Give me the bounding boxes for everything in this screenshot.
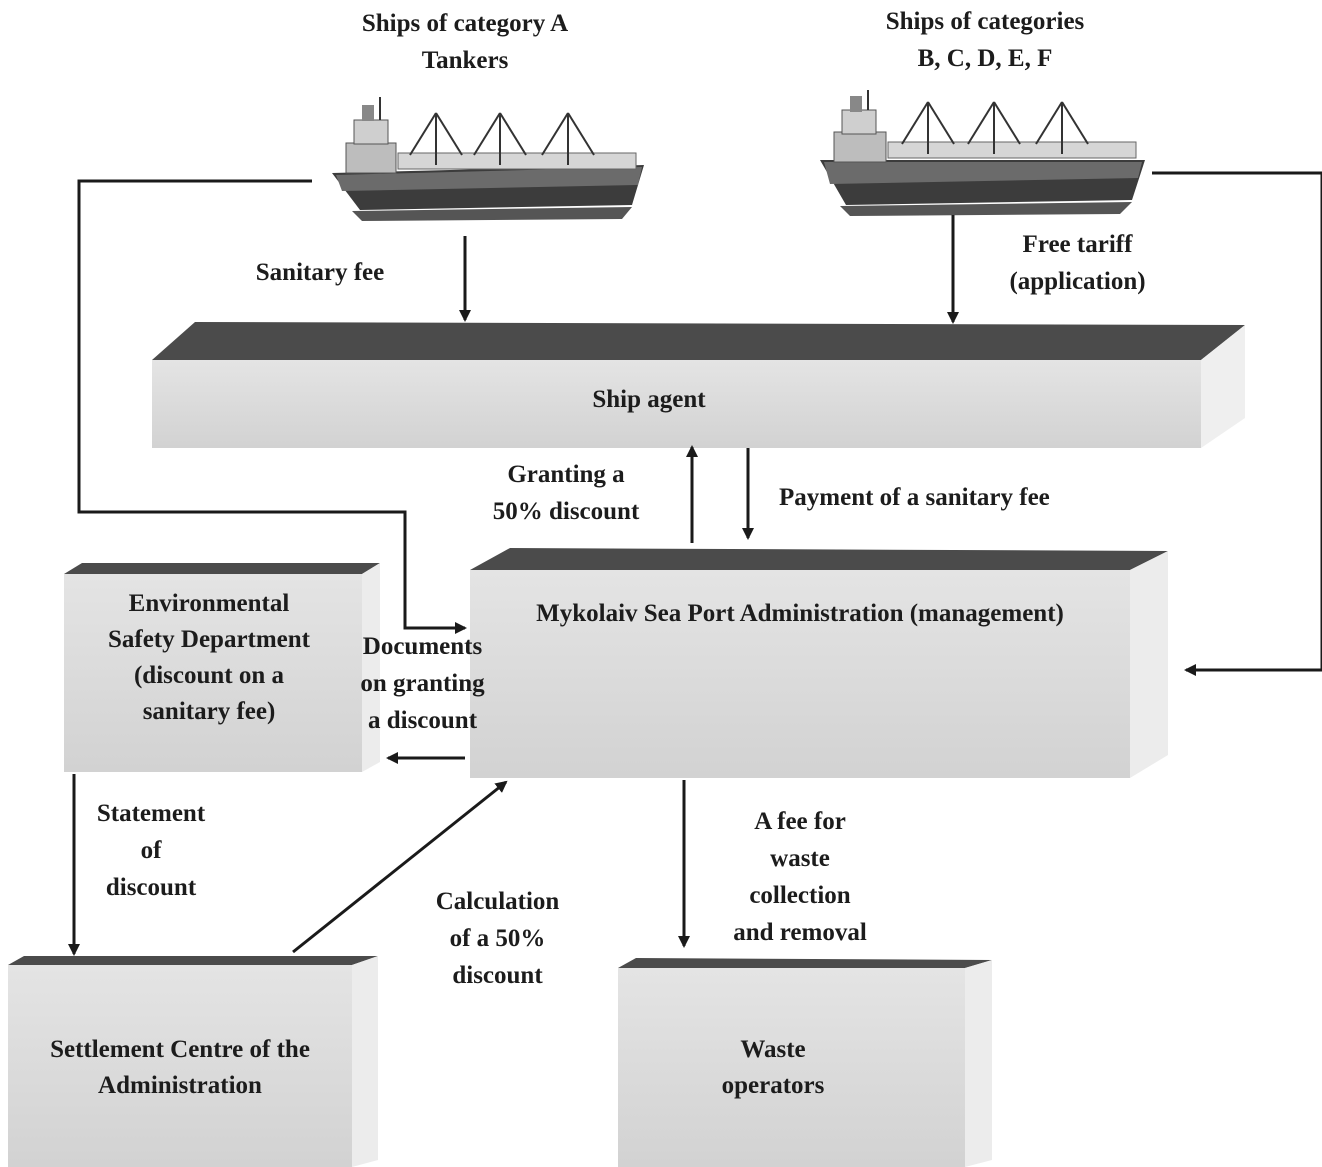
connector-ship-bf-to-admin (1152, 171, 1322, 676)
calculation-label: Calculation of a 50% discount (435, 888, 560, 989)
connector-ship-a-to-admin (77, 179, 467, 634)
settlement-label: Settlement Centre of the Administration (50, 1036, 310, 1099)
port-admin-label: Mykolaiv Sea Port Administration (manage… (536, 600, 1064, 627)
port-admin-box (470, 548, 1168, 778)
waste-operators-box (618, 958, 992, 1167)
ship-agent-label: Ship agent (592, 386, 706, 413)
ship-bf-icon (820, 90, 1145, 216)
granting-discount-label: Granting a 50% discount (492, 461, 640, 525)
payment-fee-label: Payment of a sanitary fee (779, 484, 1050, 511)
waste-fee-label: A fee for waste collection and removal (733, 808, 867, 946)
documents-label: Documents on granting a discount (360, 633, 485, 734)
ship-bf-title: Ships of categories B, C, D, E, F (885, 8, 1085, 72)
statement-label: Statement of discount (96, 800, 206, 901)
env-safety-box (64, 563, 380, 772)
sanitary-fee-label: Sanitary fee (255, 259, 385, 286)
arrow-settlement-to-admin (292, 780, 508, 954)
ship-agent-box (152, 322, 1245, 448)
env-safety-label: Environmental Safety Department (discoun… (107, 590, 311, 725)
ship-a-icon (332, 97, 644, 221)
settlement-box (8, 956, 378, 1167)
ship-a-title: Ships of category A Tankers (361, 10, 569, 74)
free-tariff-label: Free tariff (application) (1009, 231, 1146, 295)
waste-operators-label: Waste operators (721, 1036, 825, 1099)
